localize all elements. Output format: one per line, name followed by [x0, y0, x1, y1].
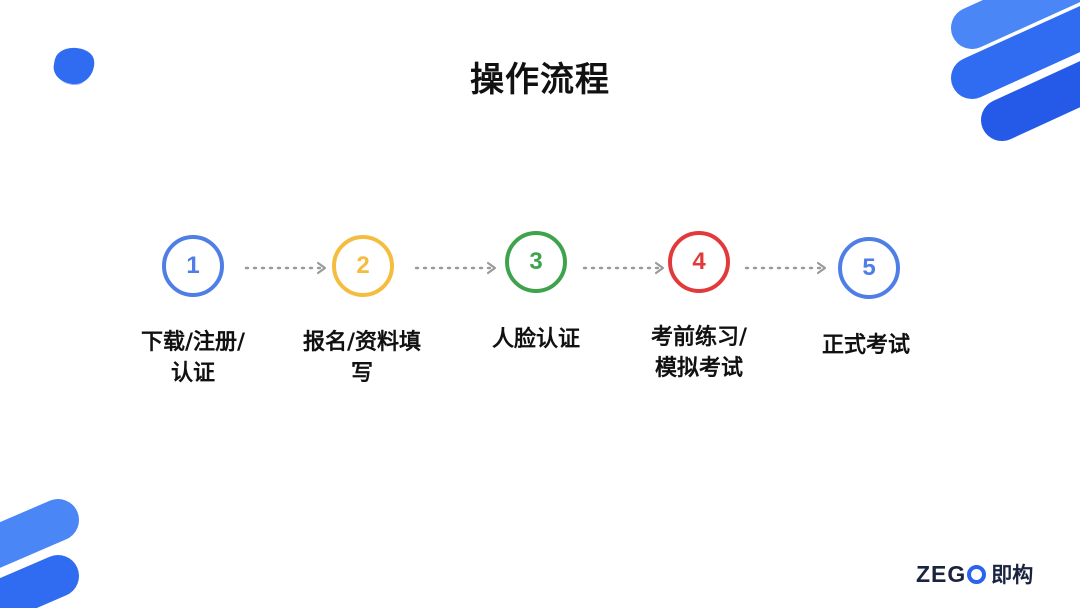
step-4-label-line-2: 模拟考试 — [654, 356, 743, 381]
step-2-label-line-2: 写 — [350, 361, 373, 386]
logo-text-chinese: 即构 — [991, 563, 1034, 587]
logo-text-ze: ZE — [916, 560, 948, 587]
step-4-number: 4 — [692, 248, 706, 275]
step-1-number: 1 — [186, 252, 200, 279]
decorative-blob-top-left — [53, 47, 95, 85]
arrow-3-to-4 — [582, 261, 665, 275]
step-1-circle: 1 — [162, 235, 224, 297]
step-5-number: 5 — [862, 254, 876, 281]
page-title: 操作流程 — [470, 60, 610, 100]
arrow-1-to-2 — [244, 261, 327, 275]
logo-text-g: G — [947, 560, 967, 587]
step-1-label-line-1: 下载/注册/ — [140, 330, 246, 355]
step-1-label: 下载/注册/ 认证 — [118, 327, 268, 389]
step-5-circle: 5 — [838, 237, 900, 299]
step-4-label: 考前练习/ 模拟考试 — [624, 322, 774, 384]
decorative-stripes-bottom-left — [0, 499, 79, 608]
step-2-label-line-1: 报名/资料填 — [302, 330, 422, 355]
step-4-circle: 4 — [668, 231, 730, 293]
step-2-label: 报名/资料填 写 — [287, 327, 437, 389]
step-3-label-line-1: 人脸认证 — [491, 327, 580, 352]
step-2-circle: 2 — [332, 235, 394, 297]
step-5-label: 正式考试 — [791, 330, 941, 361]
step-4-label-line-1: 考前练习/ — [650, 325, 748, 350]
step-5-label-line-1: 正式考试 — [821, 333, 910, 358]
step-3-circle: 3 — [505, 231, 567, 293]
step-3-number: 3 — [529, 248, 543, 275]
step-1-label-line-2: 认证 — [170, 361, 215, 386]
decorative-stripes-top-right — [951, 0, 1080, 141]
zego-logo: ZE G 即构 — [916, 560, 1033, 588]
arrow-4-to-5 — [744, 261, 827, 275]
step-3-label: 人脸认证 — [461, 324, 611, 355]
step-2-number: 2 — [356, 252, 370, 279]
arrow-2-to-3 — [414, 261, 497, 275]
logo-ring-icon — [967, 564, 987, 584]
